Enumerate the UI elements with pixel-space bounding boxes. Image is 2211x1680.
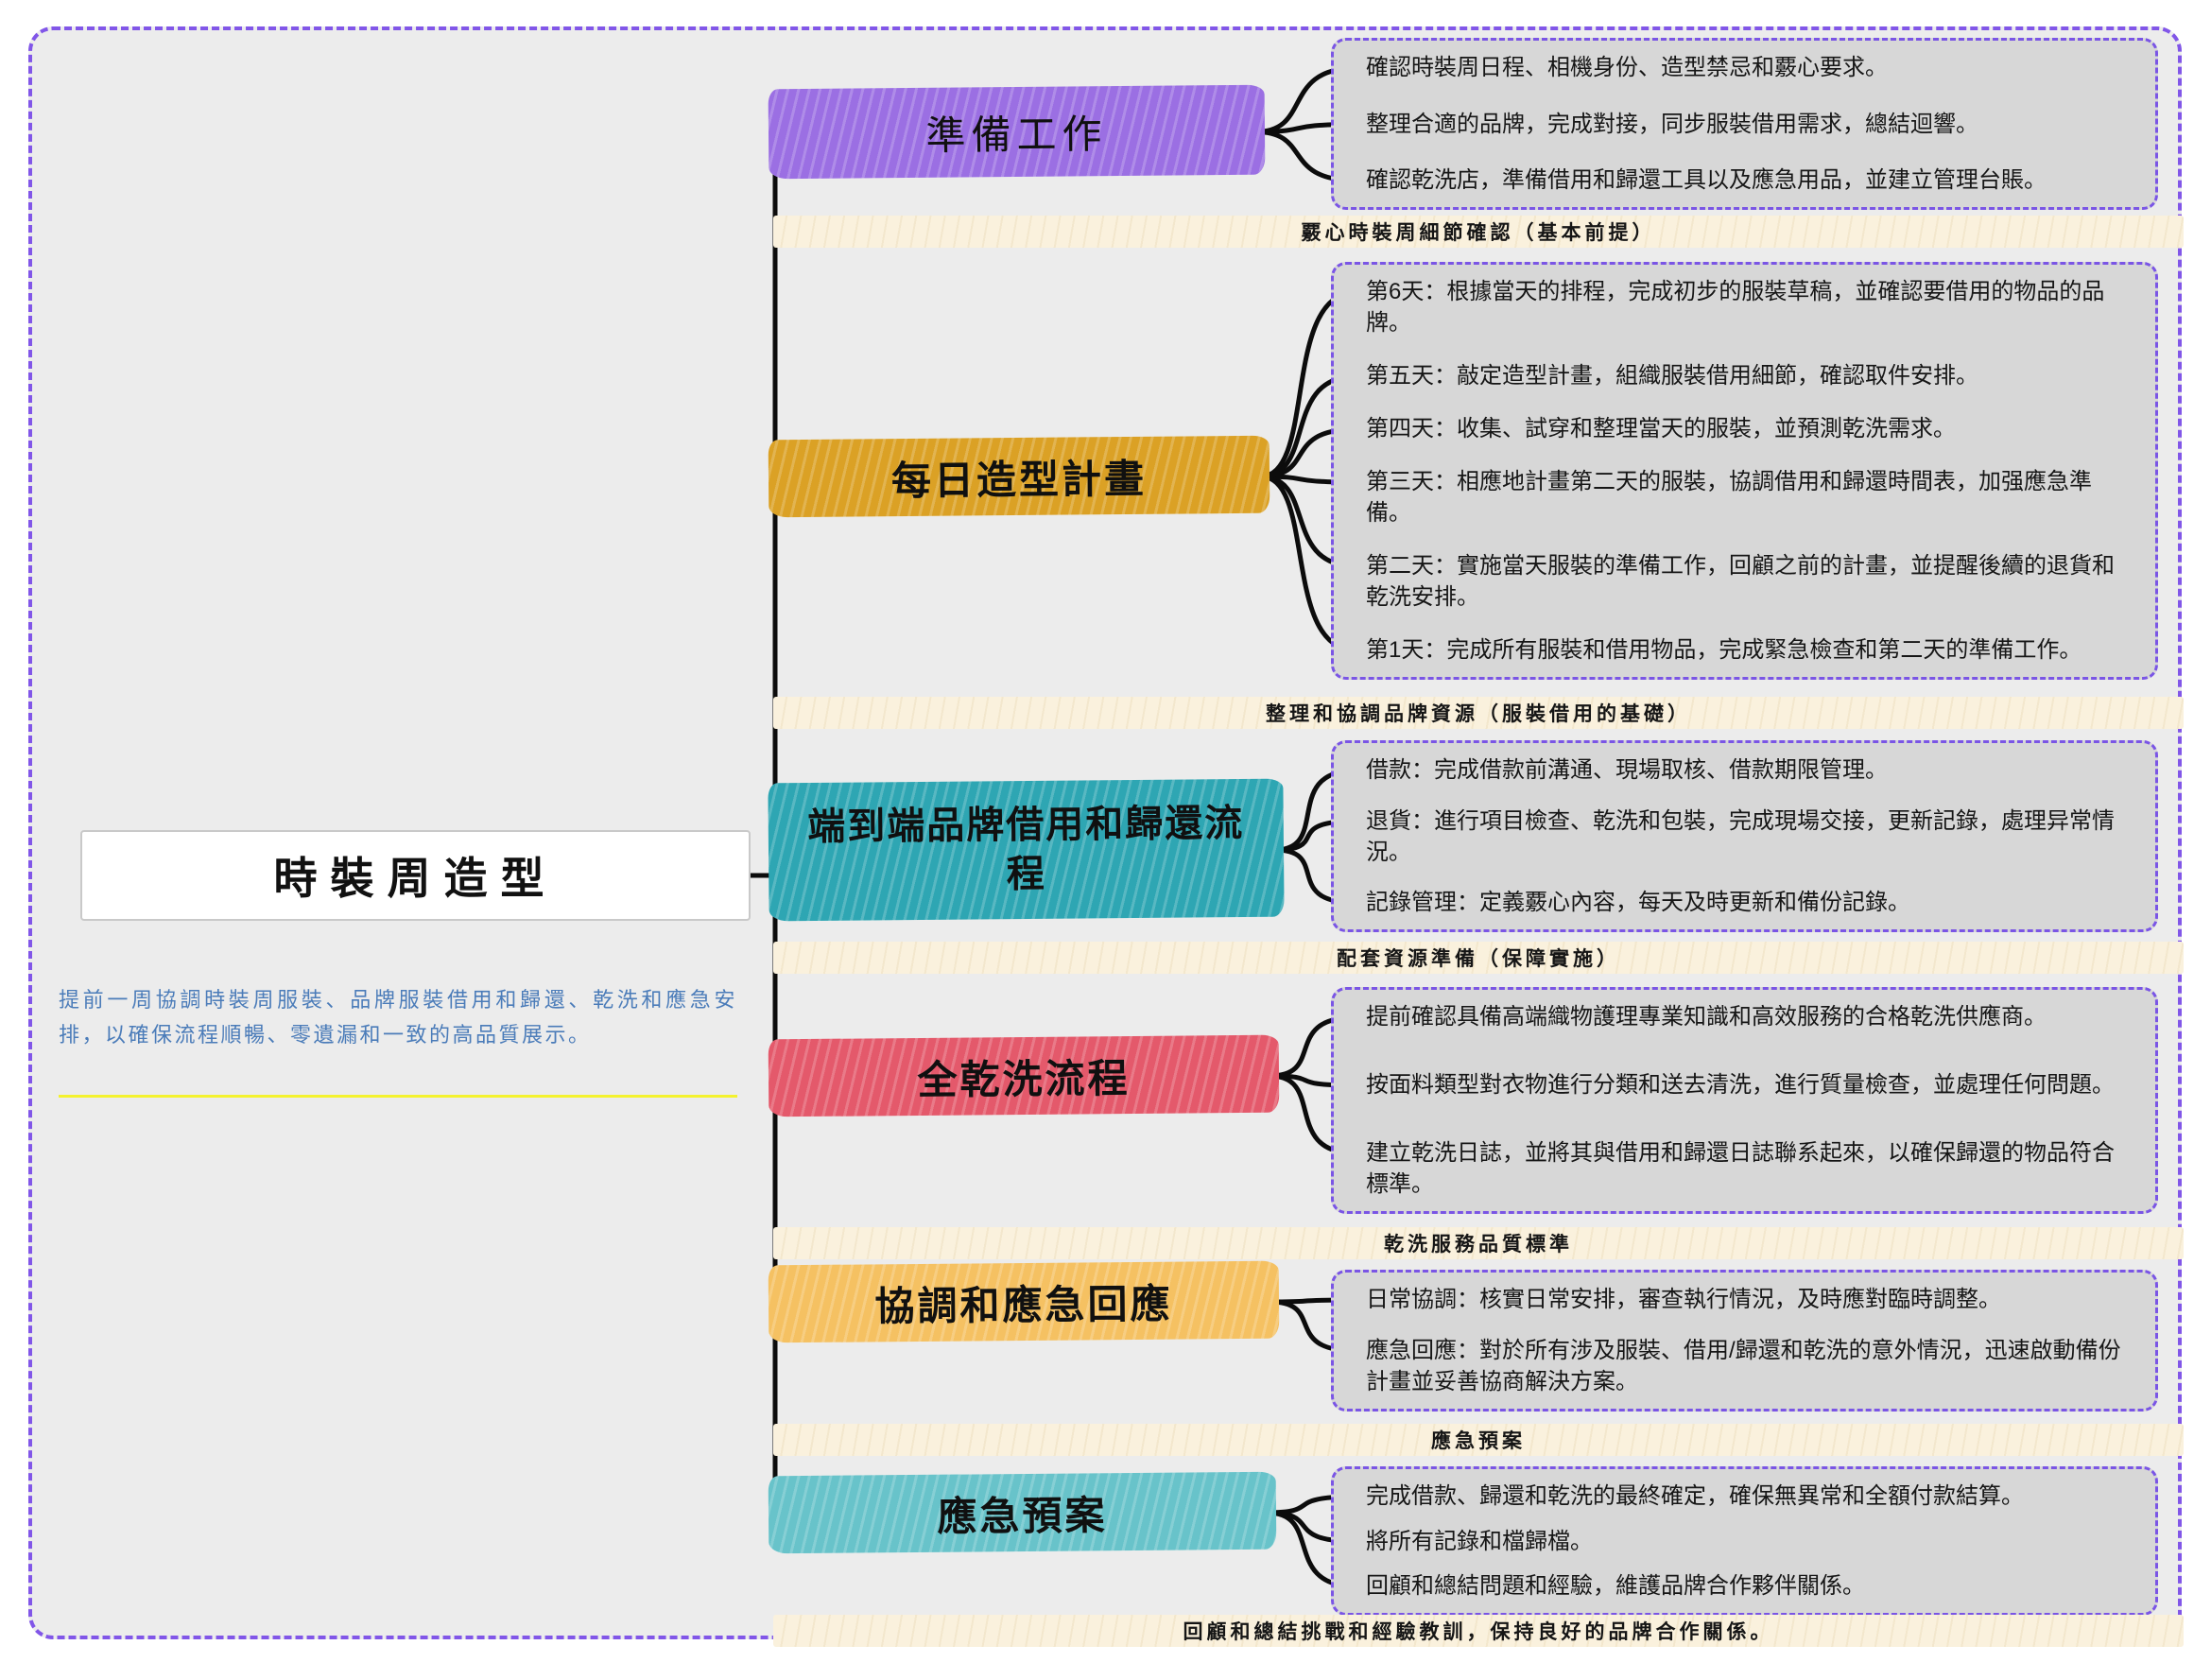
section-banner-label: 乾洗服務品質標準: [1384, 1233, 1573, 1256]
detail-box-dry-cleaning-flow: 提前確認具備高端織物護理專業知識和高效服務的合格乾洗供應商。 按面料類型對衣物進…: [1331, 987, 2158, 1214]
root-description: 提前一周協調時裝周服裝、品牌服裝借用和歸還、乾洗和應急安排，以確保流程順暢、零遺…: [59, 988, 737, 1047]
detail-item: 第五天：敲定造型計畫，組織服裝借用細節，確認取件安排。: [1366, 363, 1978, 389]
detail-item: 整理合適的品牌，完成對接，同步服裝借用需求，總結迴響。: [1366, 111, 1978, 137]
detail-item: 按面料類型對衣物進行分類和送去清洗，進行質量檢查，並處理任何問題。: [1366, 1072, 2115, 1098]
detail-item: 退貨：進行項目檢查、乾洗和包裝，完成現場交接，更新記錄，處理异常情況。: [1366, 807, 2115, 865]
branch-node-preparation[interactable]: 準備工作: [768, 84, 1266, 180]
detail-item: 日常協調：核實日常安排，審查執行情況，及時應對臨時調整。: [1366, 1287, 2001, 1312]
branch-node-label: 全乾洗流程: [917, 1055, 1131, 1102]
detail-item: 第6天：根據當天的排程，完成初步的服裝草稿，並確認要借用的物品的品牌。: [1366, 279, 2105, 336]
branch-node-borrow-return-flow[interactable]: 端到端品牌借用和歸還流程: [768, 778, 1285, 922]
branch-node-coordination-emergency[interactable]: 協調和應急回應: [768, 1260, 1280, 1343]
detail-item: 回顧和總結問題和經驗，維護品牌合作夥伴關係。: [1366, 1573, 1865, 1599]
detail-item: 第二天：實施當天服裝的準備工作，回顧之前的計畫，並提醒後續的退貨和乾洗安排。: [1366, 553, 2115, 610]
detail-item: 第四天：收集、試穿和整理當天的服裝，並預測乾洗需求。: [1366, 416, 1956, 442]
branch-node-label: 每日造型計畫: [890, 456, 1148, 503]
detail-item: 第三天：相應地計畫第二天的服裝，協調借用和歸還時間表，加强應急準備。: [1366, 469, 2092, 526]
detail-item: 應急回應：對於所有涉及服裝、借用/歸還和乾洗的意外情況，迅速啟動備份計畫並妥善協…: [1366, 1338, 2121, 1394]
branch-node-label: 準備工作: [925, 113, 1108, 159]
section-banner: 應急預案: [773, 1424, 2184, 1456]
section-banner: 整理和協調品牌資源（服裝借用的基礎）: [773, 697, 2184, 729]
detail-item: 提前確認具備高端織物護理專業知識和高效服務的合格乾洗供應商。: [1366, 1004, 2047, 1030]
root-node[interactable]: 時裝周造型: [80, 830, 751, 921]
section-banner-label: 覈心時裝周細節確認（基本前提）: [1301, 221, 1656, 244]
detail-item: 將所有記錄和檔歸檔。: [1366, 1528, 1593, 1554]
detail-item: 確認乾洗店，準備借用和歸還工具以及應急用品，並建立管理台賬。: [1366, 167, 2047, 193]
branch-node-daily-styling-plan[interactable]: 每日造型計畫: [768, 435, 1270, 518]
section-banner: 配套資源準備（保障實施）: [773, 942, 2184, 974]
detail-box-borrow-return-flow: 借款：完成借款前溝通、現場取核、借款期限管理。 退貨：進行項目檢查、乾洗和包裝，…: [1331, 740, 2158, 932]
detail-box-coordination-emergency: 日常協調：核實日常安排，審查執行情況，及時應對臨時調整。 應急回應：對於所有涉及…: [1331, 1270, 2158, 1412]
detail-box-preparation: 確認時裝周日程、相機身份、造型禁忌和覈心要求。 整理合適的品牌，完成對接，同步服…: [1331, 38, 2158, 210]
section-banner-label: 回顧和總結挑戰和經驗教訓，保持良好的品牌合作關係。: [1183, 1620, 1774, 1643]
branch-node-label: 應急預案: [937, 1492, 1108, 1539]
branch-node-dry-cleaning-flow[interactable]: 全乾洗流程: [768, 1034, 1280, 1117]
branch-node-label: 協調和應急回應: [874, 1281, 1173, 1328]
detail-box-contingency-plan: 完成借款、歸還和乾洗的最終確定，確保無異常和全額付款結算。 將所有記錄和檔歸檔。…: [1331, 1466, 2158, 1616]
section-banner: 乾洗服務品質標準: [773, 1227, 2184, 1259]
detail-item: 完成借款、歸還和乾洗的最終確定，確保無異常和全額付款結算。: [1366, 1483, 2024, 1509]
section-banner-label: 配套資源準備（保障實施）: [1337, 947, 1620, 970]
section-banner-label: 整理和協調品牌資源（服裝借用的基礎）: [1266, 702, 1691, 725]
branch-node-contingency-plan[interactable]: 應急預案: [768, 1471, 1277, 1554]
section-banner: 覈心時裝周細節確認（基本前提）: [773, 216, 2184, 248]
detail-box-daily-styling-plan: 第6天：根據當天的排程，完成初步的服裝草稿，並確認要借用的物品的品牌。 第五天：…: [1331, 262, 2158, 680]
detail-item: 借款：完成借款前溝通、現場取核、借款期限管理。: [1366, 757, 1888, 783]
detail-item: 確認時裝周日程、相機身份、造型禁忌和覈心要求。: [1366, 55, 1888, 80]
root-title: 時裝周造型: [273, 854, 558, 903]
branch-node-label: 端到端品牌借用和歸還流程: [807, 802, 1245, 896]
detail-item: 建立乾洗日誌，並將其與借用和歸還日誌聯系起來，以確保歸還的物品符合標準。: [1366, 1140, 2115, 1197]
detail-item: 記錄管理：定義覈心內容，每天及時更新和備份記錄。: [1366, 890, 1910, 915]
description-underline: [59, 1095, 737, 1098]
detail-item: 第1天：完成所有服裝和借用物品，完成緊急檢查和第二天的準備工作。: [1366, 637, 2082, 663]
section-banner: 回顧和總結挑戰和經驗教訓，保持良好的品牌合作關係。: [773, 1615, 2184, 1647]
section-banner-label: 應急預案: [1431, 1429, 1526, 1452]
